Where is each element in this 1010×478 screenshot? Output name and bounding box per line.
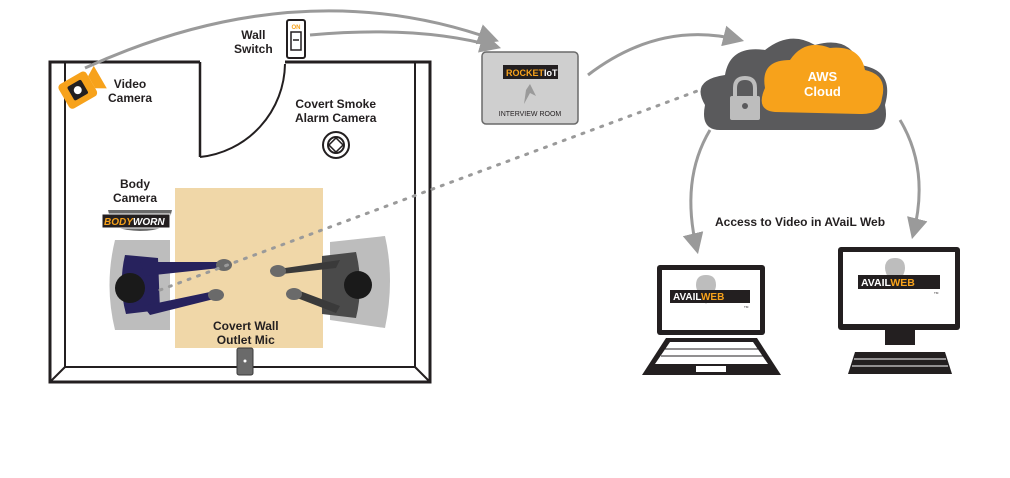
outlet-mic (237, 348, 253, 375)
switch-on-label: ON (292, 25, 301, 31)
rocketiot-logo: ROCKETIoT (506, 68, 558, 78)
smoke-alarm-camera-icon (323, 132, 349, 158)
aws-cloud (701, 39, 888, 130)
desktop-monitor: AVAILWEB TM (838, 247, 960, 374)
access-video-label: Access to Video in AVaiL Web (715, 215, 885, 229)
svg-text:AVAILWEB: AVAILWEB (861, 277, 915, 289)
laptop: AVAILWEB TM (642, 265, 781, 375)
bodyworn-badge: BODYWORN (102, 210, 172, 231)
wall-switch-icon: ON (287, 20, 305, 58)
interview-room-caption: INTERVIEW ROOM (499, 111, 562, 118)
svg-text:AVAILWEB: AVAILWEB (673, 292, 724, 303)
bodyworn-logo: BODYWORN (104, 217, 165, 228)
svg-text:TM: TM (744, 305, 749, 309)
svg-text:TM: TM (934, 291, 939, 295)
rocketiot-device: ROCKETIoT INTERVIEW ROOM (482, 52, 578, 124)
